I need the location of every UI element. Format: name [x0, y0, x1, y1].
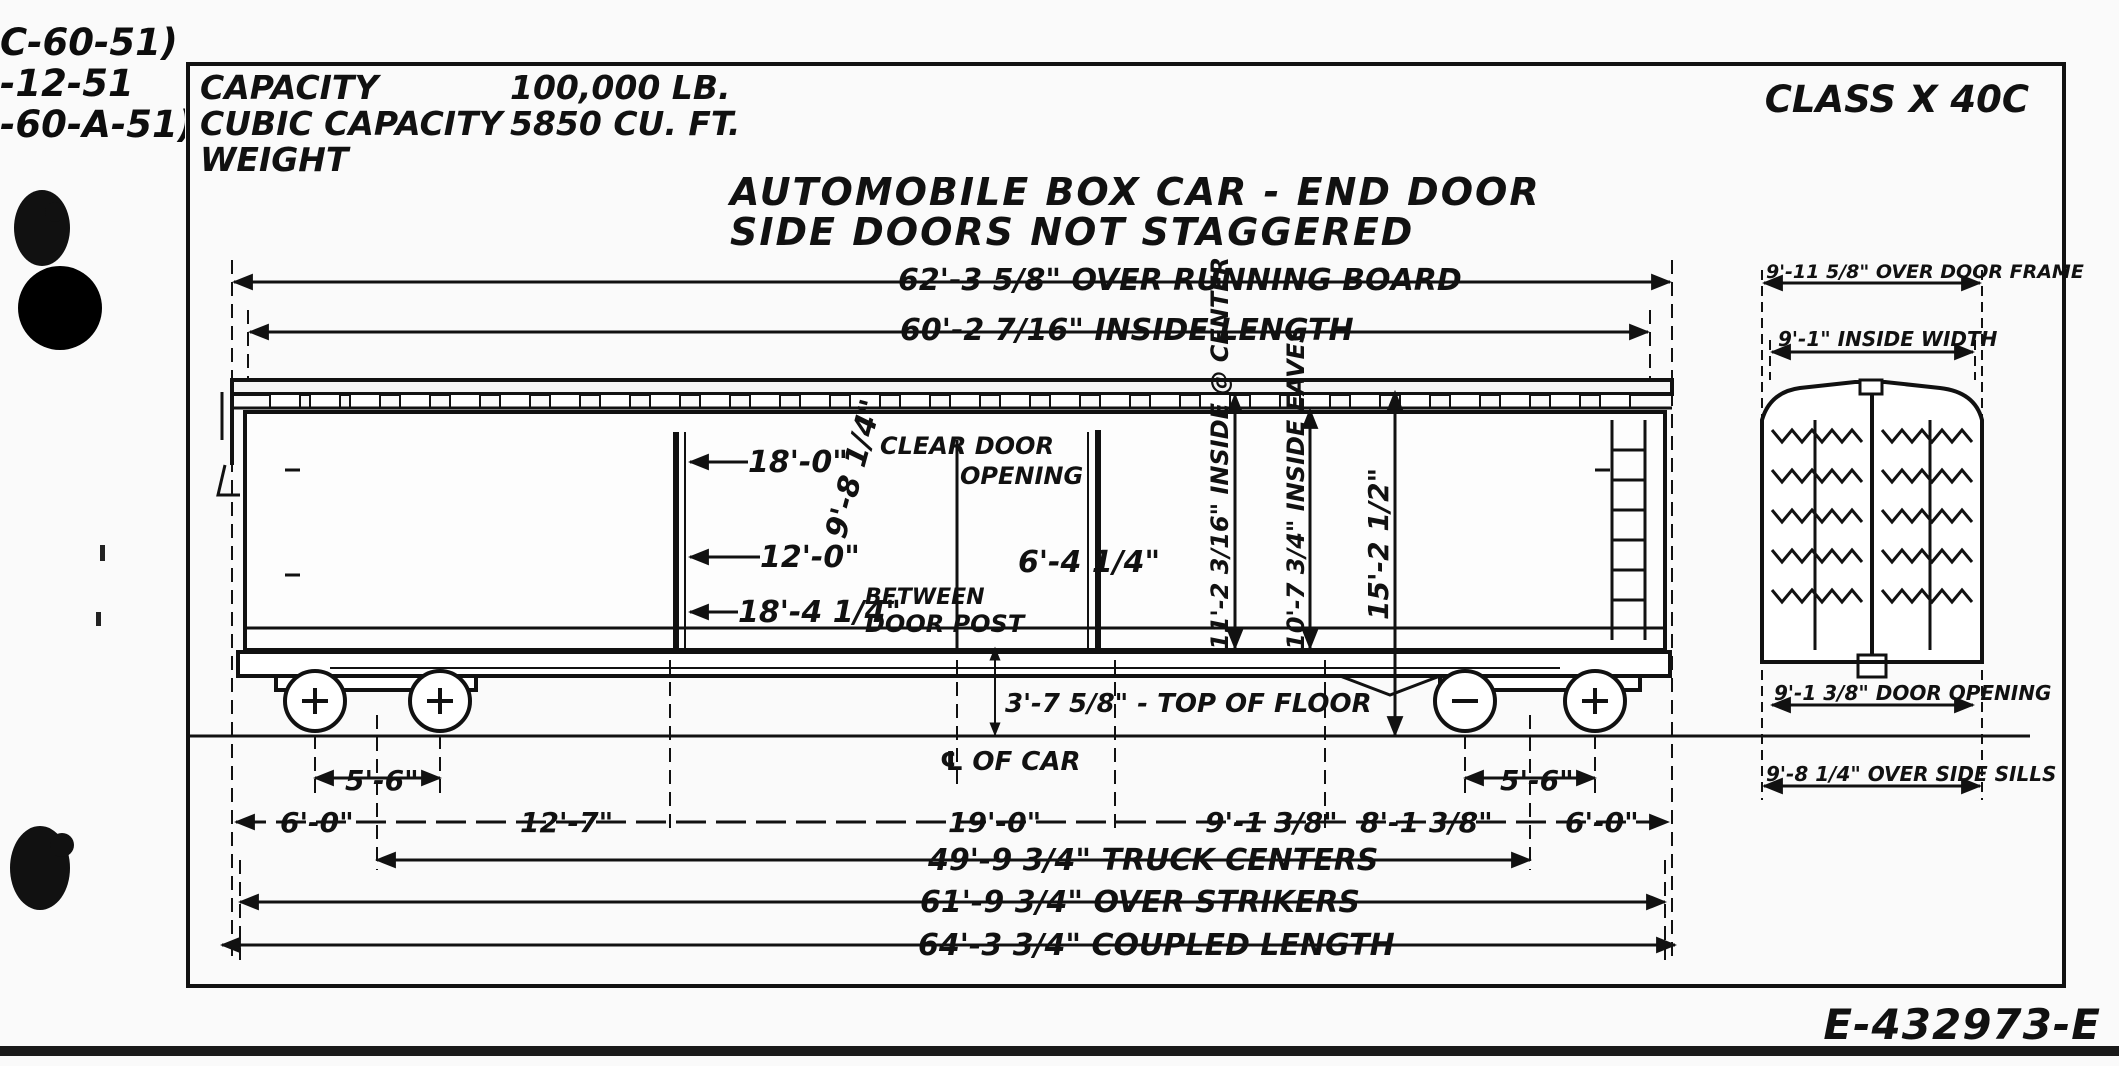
centerline-label: ℄ OF CAR [940, 747, 1081, 777]
spec-block: CAPACITY 100,000 LB. CUBIC CAPACITY 5850… [200, 70, 740, 178]
dim-over-door-frame: 9'-11 5/8" OVER DOOR FRAME [1766, 261, 2084, 283]
dim-coupled-length: 64'-3 3/4" COUPLED LENGTH [918, 928, 1395, 963]
title-line-1: AUTOMOBILE BOX CAR - END DOOR [730, 170, 1541, 214]
drawing-number: E-432973-E [1823, 1000, 2101, 1049]
dim-over-running-board: 62'-3 5/8" OVER RUNNING BOARD [898, 263, 1462, 298]
dimension-labels: 62'-3 5/8" OVER RUNNING BOARD 60'-2 7/16… [280, 257, 2084, 963]
dim-inside-length: 60'-2 7/16" INSIDE LENGTH [900, 313, 1354, 348]
clear-door-label-1: CLEAR DOOR [880, 432, 1054, 460]
spec-value: 100,000 LB. [510, 68, 731, 107]
dim-wheelbase-left: 5'-6" [345, 764, 419, 797]
spec-label: CAPACITY [200, 68, 379, 107]
class-label: CLASS X 40C [1764, 78, 2029, 121]
dim-door-panel-6: 6'-4 1/4" [1018, 545, 1160, 580]
dim-top-of-floor: 3'-7 5/8" - TOP OF FLOOR [1005, 689, 1372, 719]
dim-height-overall: 15'-2 1/2" [1362, 468, 1395, 620]
end-view [1760, 270, 1984, 800]
end-ladder [1610, 420, 1647, 640]
between-label-2: DOOR POST [865, 610, 1026, 638]
dim-between-posts: 18'-4 1/4" [738, 595, 901, 630]
clear-door-label-2: OPENING [960, 462, 1083, 490]
dim-door-opening: 9'-1 3/8" DOOR OPENING [1774, 681, 2051, 705]
end-view-load [1770, 420, 1974, 650]
margin-note: C-60-51) [0, 22, 178, 64]
spec-value: 5850 CU. FT. [510, 104, 741, 143]
truck-left [274, 669, 478, 733]
dim-segment: 9'-1 3/8" [1205, 806, 1338, 839]
margin-notes: C-60-51) -12-51 -60-A-51) [0, 22, 185, 145]
dim-wheelbase-right: 5'-6" [1500, 764, 1574, 797]
dim-door-panel-12: 12'-0" [760, 540, 860, 575]
drawing-title: AUTOMOBILE BOX CAR - END DOOR SIDE DOORS… [730, 172, 1541, 252]
dim-inside-center: 11'-2 3/16" INSIDE @ CENTER [1206, 257, 1234, 650]
between-label-1: BETWEEN [865, 585, 985, 610]
spec-label: WEIGHT [200, 140, 349, 179]
dim-segment: 6'-0" [1565, 806, 1639, 839]
dim-truck-centers: 49'-9 3/4" TRUCK CENTERS [927, 843, 1378, 878]
dim-segment: 19'-0" [948, 806, 1041, 839]
dim-segment: 6'-0" [280, 806, 354, 839]
dim-clear-door: 18'-0" [748, 445, 848, 480]
margin-note: -60-A-51) [0, 103, 185, 145]
dim-over-side-sills: 9'-8 1/4" OVER SIDE SILLS [1766, 762, 2056, 786]
spec-label: CUBIC CAPACITY [200, 104, 503, 143]
dim-over-strikers: 61'-9 3/4" OVER STRIKERS [920, 885, 1360, 920]
side-view [186, 260, 2030, 960]
dim-segment: 8'-1 3/8" [1360, 806, 1493, 839]
drawing-frame [186, 62, 2066, 988]
dim-inside-eaves: 10'-7 3/4" INSIDE EAVES [1282, 326, 1310, 650]
dim-segment: 12'-7" [520, 806, 613, 839]
title-line-2: SIDE DOORS NOT STAGGERED [730, 210, 1415, 254]
truck-right [1433, 669, 1642, 733]
dim-inside-width: 9'-1" INSIDE WIDTH [1778, 327, 1998, 351]
bottom-rule [0, 1046, 2119, 1056]
ink-stains [10, 190, 105, 910]
running-board [269, 393, 1631, 409]
margin-note: -12-51 [0, 62, 134, 105]
